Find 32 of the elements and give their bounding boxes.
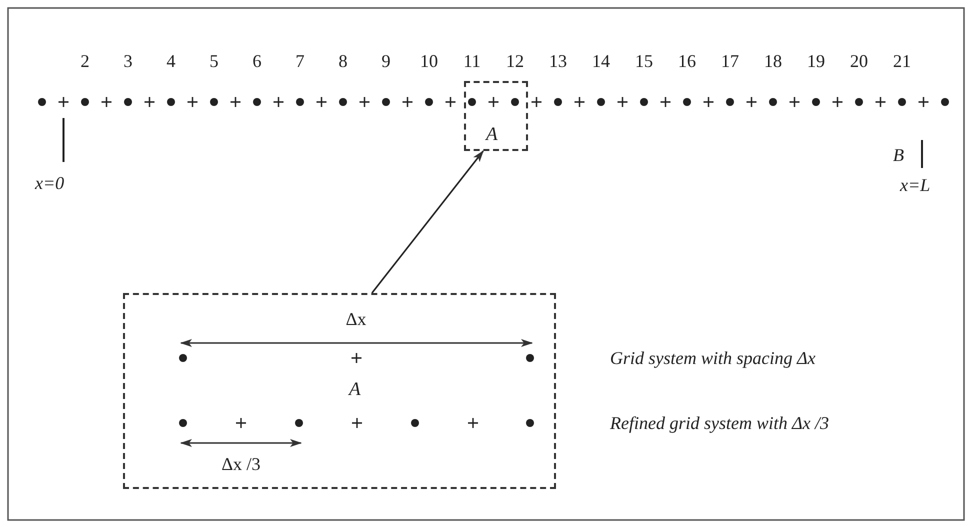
grid-index-number: 21 (893, 52, 911, 70)
legend-note: Refined grid system with Δx /3 (610, 414, 830, 432)
grid-index-number: 16 (678, 52, 696, 70)
grid-index-number: 18 (764, 52, 782, 70)
dimension-label: Δx (346, 310, 366, 328)
point-label: B (893, 146, 904, 164)
grid-index-number: 20 (850, 52, 868, 70)
grid-index-number: 11 (463, 52, 481, 70)
grid-index-number: 12 (506, 52, 524, 70)
dimension-label: Δx /3 (221, 455, 261, 473)
grid-index-number: 15 (635, 52, 653, 70)
inset-box (123, 293, 556, 489)
grid-index-number: 6 (252, 52, 262, 70)
grid-index-number: 2 (80, 52, 90, 70)
grid-index-number: 7 (296, 52, 304, 70)
grid-index-number: 4 (166, 52, 176, 70)
grid-index-number: 8 (338, 52, 348, 70)
arrow (371, 150, 484, 294)
zoom-region-box (464, 81, 528, 151)
grid-index-number: 3 (124, 52, 132, 70)
region-label: A (486, 125, 498, 144)
boundary-label: x=L (900, 176, 930, 194)
grid-index-number: 5 (210, 52, 218, 70)
grid-index-number: 14 (592, 52, 610, 70)
boundary-label: x=0 (35, 174, 64, 192)
grid-index-number: 17 (721, 52, 739, 70)
legend-note: Grid system with spacing Δx (610, 349, 816, 367)
grid-index-number: 9 (382, 52, 390, 70)
grid-index-number: 19 (807, 52, 825, 70)
region-label: A (349, 380, 361, 399)
grid-index-number: 13 (549, 52, 567, 70)
grid-index-number: 10 (420, 52, 438, 70)
